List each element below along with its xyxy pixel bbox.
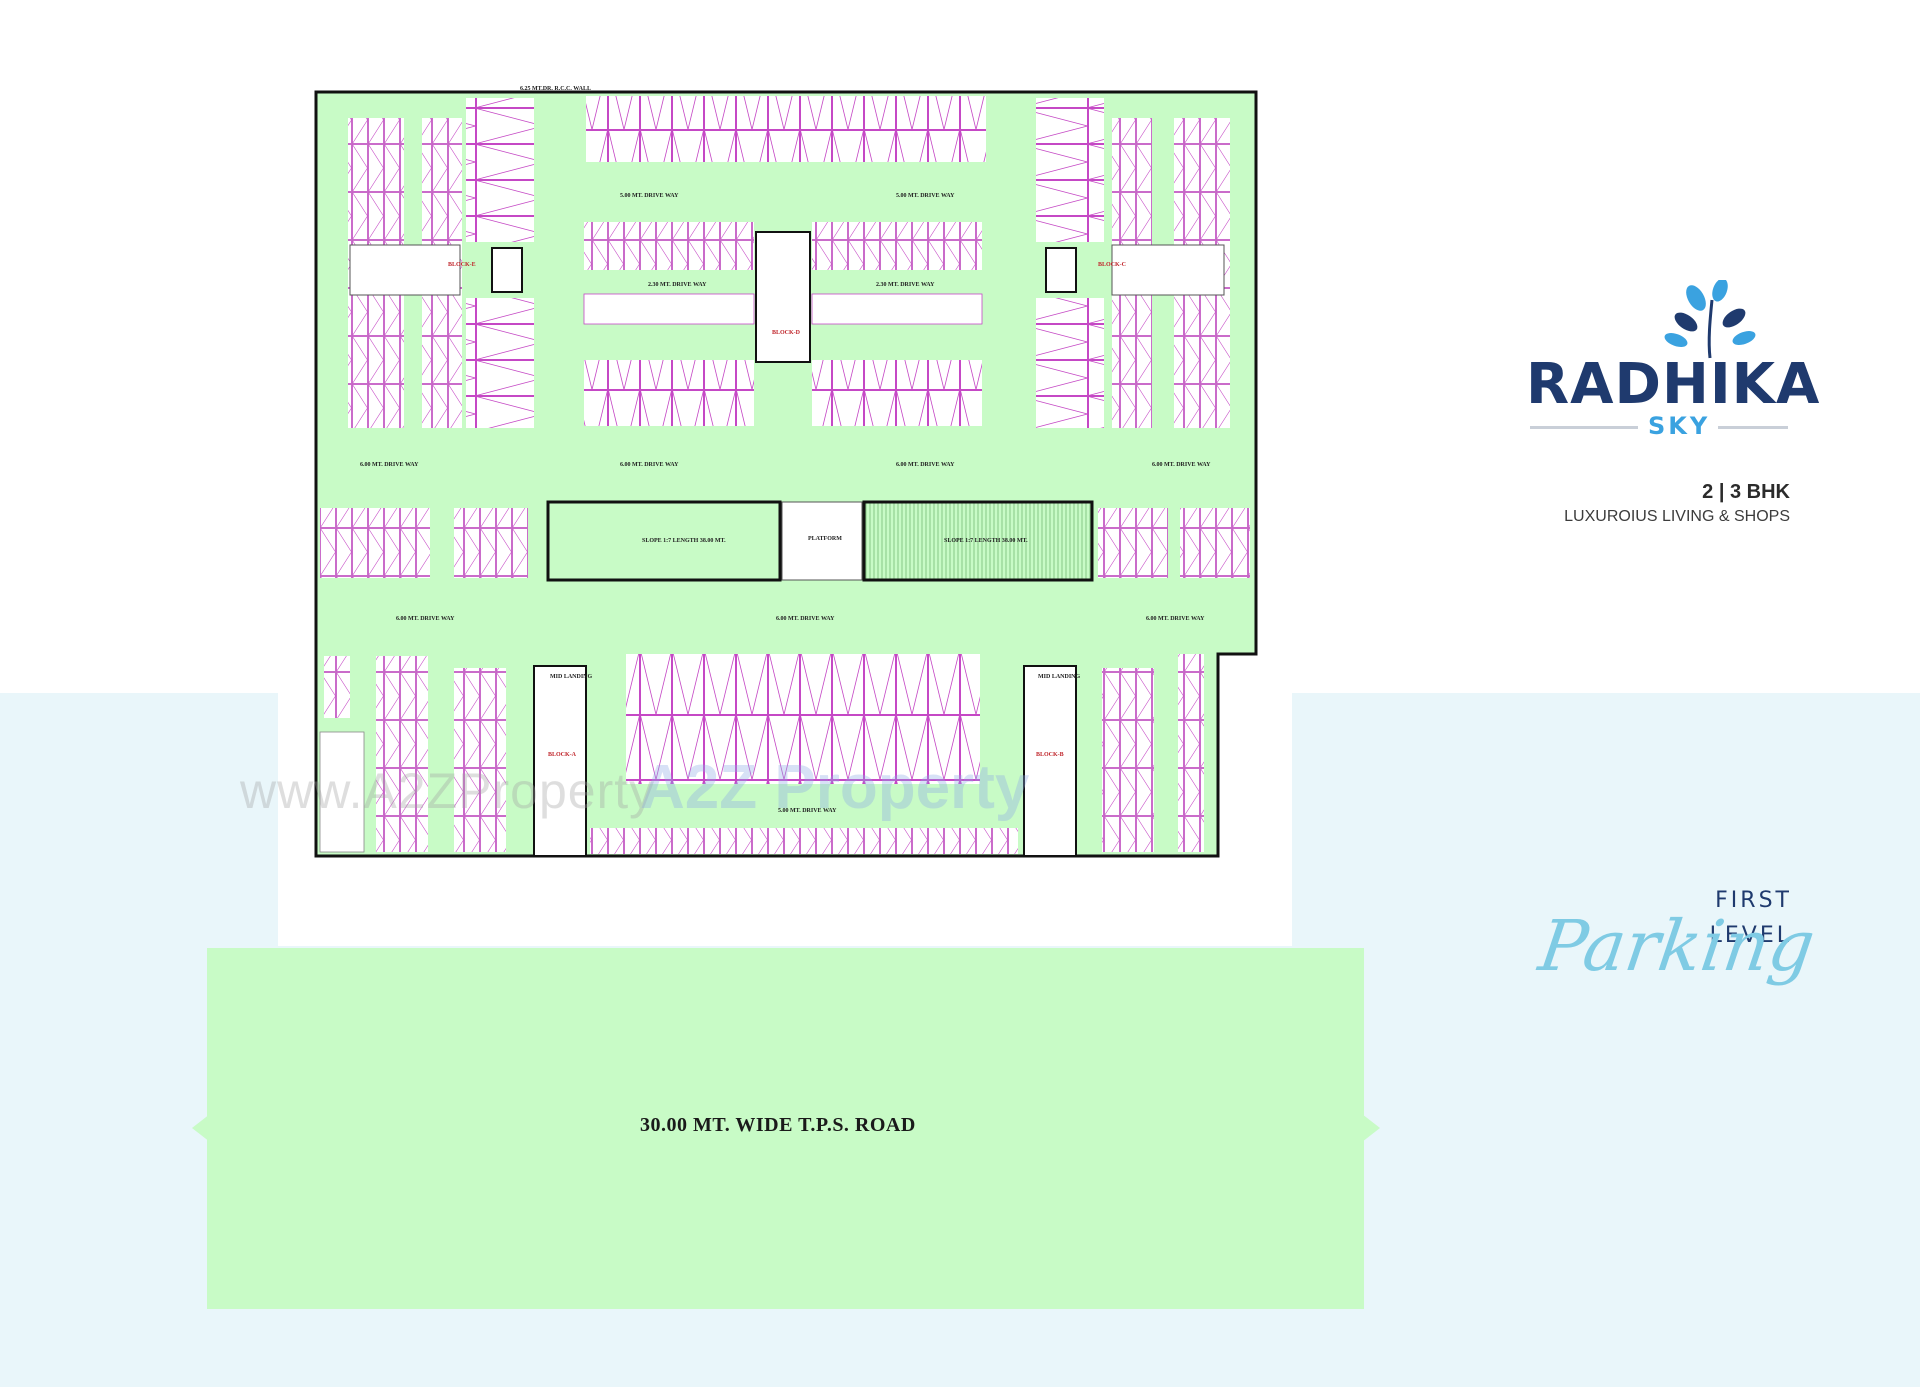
tree-leaves-icon <box>1664 280 1756 359</box>
label-drive-band-4: 6.00 MT. DRIVE WAY <box>1152 462 1211 468</box>
label-ramp-left: SLOPE 1:7 LENGTH 38.00 MT. <box>642 538 726 544</box>
label-wall-top: 6.25 MT.DR. R.C.C. WALL <box>520 86 591 92</box>
level-title-line1: FIRST <box>1715 888 1792 913</box>
parking-slots-nw-4 <box>466 298 534 428</box>
tps-road <box>207 948 1364 1309</box>
parking-slots-top-center <box>586 96 986 162</box>
road-arrow-right <box>1362 1114 1380 1142</box>
bhk-config: 2 | 3 BHK <box>1702 481 1790 503</box>
level-title-line2: LEVEL <box>1709 923 1792 948</box>
parking-slots-nw-3 <box>466 98 534 242</box>
label-block-c: BLOCK-C <box>1098 262 1126 268</box>
ramp-platform <box>781 501 863 581</box>
label-mid-landing-a: MID LANDING <box>550 674 593 680</box>
label-drive-band-1: 6.00 MT. DRIVE WAY <box>360 462 419 468</box>
label-block-e: BLOCK-E <box>448 262 476 268</box>
label-drive-center-l: 2.30 MT. DRIVE WAY <box>648 282 707 288</box>
parking-slots-se-2 <box>1178 654 1204 852</box>
parking-slots-center-r3 <box>812 360 982 426</box>
label-mid-landing-b: MID LANDING <box>1038 674 1081 680</box>
brand-divider-right <box>1718 426 1788 429</box>
parking-slots-ne-4 <box>1036 298 1104 428</box>
block-b-core <box>1023 665 1077 857</box>
watermark-url: www.A2ZProperty <box>240 763 656 819</box>
label-block-a: BLOCK-A <box>548 752 577 758</box>
block-e-core <box>349 244 461 296</box>
label-drive-band-2: 6.00 MT. DRIVE WAY <box>620 462 679 468</box>
label-block-d: BLOCK-D <box>772 330 801 336</box>
parking-slots-mid-r1 <box>1098 508 1168 578</box>
label-platform: PLATFORM <box>808 536 842 542</box>
label-drive-band-3: 6.00 MT. DRIVE WAY <box>896 462 955 468</box>
parking-slots-mid-l1 <box>320 508 430 578</box>
parking-slots-center-r2 <box>811 293 983 325</box>
parking-slots-center-r1 <box>812 222 982 270</box>
road-arrow-left <box>192 1114 210 1142</box>
label-drive-lower-2: 6.00 MT. DRIVE WAY <box>776 616 835 622</box>
block-c-lift <box>1045 247 1077 293</box>
label-drive-lower-3: 6.00 MT. DRIVE WAY <box>1146 616 1205 622</box>
block-d-core <box>755 231 811 363</box>
block-c-core <box>1111 244 1225 296</box>
parking-slots-ne-3 <box>1036 98 1104 242</box>
parking-slots-center-l1 <box>584 222 754 270</box>
parking-slots-bottom-center <box>626 654 980 784</box>
label-drive-center-r: 2.30 MT. DRIVE WAY <box>876 282 935 288</box>
block-a-core <box>533 665 587 857</box>
watermark-logo: A2Z Property <box>640 753 1030 822</box>
label-drive-lower-1: 6.00 MT. DRIVE WAY <box>396 616 455 622</box>
parking-slots-mid-l2 <box>454 508 528 578</box>
block-e-lift <box>491 247 523 293</box>
label-drive-top-left: 5.00 MT. DRIVE WAY <box>620 193 679 199</box>
parking-slots-bottom-row <box>590 828 1018 854</box>
parking-slots-mid-r2 <box>1180 508 1250 578</box>
utility-room-sw <box>319 731 365 853</box>
brand-sub: SKY <box>1648 412 1711 440</box>
parking-slots-center-l3 <box>584 360 754 426</box>
parking-slots-center-l2 <box>583 293 755 325</box>
ramp-right <box>862 500 1094 582</box>
brand-name: RADHIKA <box>1526 352 1821 417</box>
label-drive-bottom: 5.00 MT. DRIVE WAY <box>778 808 837 814</box>
label-drive-top-right: 5.00 MT. DRIVE WAY <box>896 193 955 199</box>
brand-divider-left <box>1530 426 1638 429</box>
label-ramp-right: SLOPE 1:7 LENGTH 38.00 MT. <box>944 538 1028 544</box>
tagline: LUXUROIUS LIVING & SHOPS <box>1564 508 1790 525</box>
road-label: 30.00 MT. WIDE T.P.S. ROAD <box>640 1114 916 1136</box>
ramp-left <box>546 500 782 582</box>
parking-slots-sw-1 <box>324 656 350 718</box>
parking-slots-se-1 <box>1102 668 1154 852</box>
level-script-title: Parking <box>1534 905 1820 987</box>
label-block-b: BLOCK-B <box>1036 752 1064 758</box>
parking-slots-sw-2 <box>376 656 428 852</box>
parking-slots-sw-3 <box>454 668 506 852</box>
